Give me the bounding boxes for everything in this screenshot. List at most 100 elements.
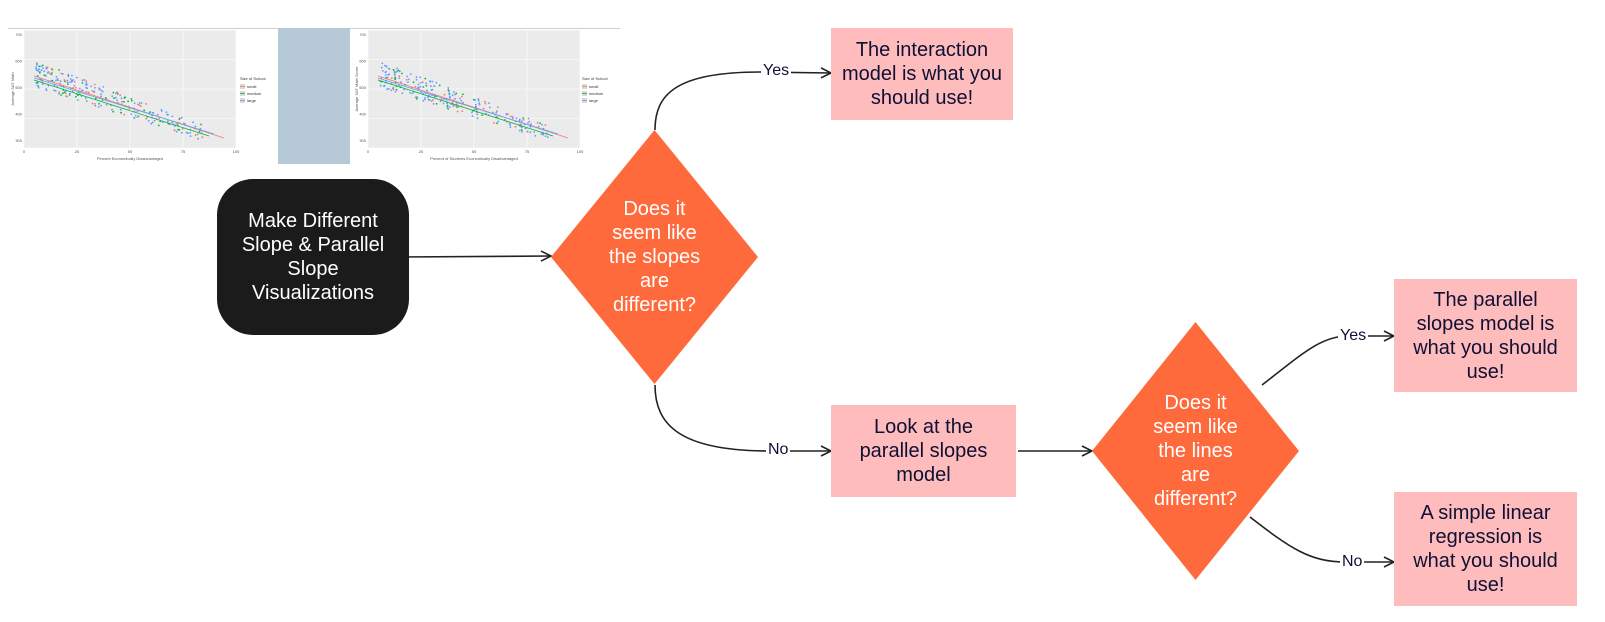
parallel-slopes-step-box: Look at the parallel slopes model — [831, 405, 1016, 497]
scatter-point — [394, 76, 396, 79]
scatter-point — [515, 117, 518, 120]
scatter-point — [398, 70, 401, 73]
scatter-point — [415, 96, 418, 99]
y-tick-label: 500 — [15, 85, 22, 90]
scatter-point — [70, 79, 73, 82]
scatter-point — [425, 84, 428, 87]
scatter-point — [488, 102, 490, 104]
scatter-point — [420, 81, 422, 84]
scatter-point — [419, 76, 422, 79]
scatter-point — [407, 81, 409, 84]
scatter-point — [419, 85, 422, 88]
y-tick-label: 600 — [359, 59, 366, 64]
scatter-point — [509, 126, 512, 129]
scatter-point — [47, 84, 50, 87]
scatter-point — [526, 131, 529, 133]
scatter-point — [415, 78, 418, 81]
scatter-point — [36, 84, 39, 87]
scatter-point — [482, 107, 485, 110]
scatter-point — [58, 69, 60, 71]
scatter-point — [518, 119, 521, 122]
scatter-point — [38, 65, 41, 68]
scatter-point — [100, 93, 102, 96]
scatter-point — [417, 86, 419, 89]
scatter-point — [62, 73, 64, 75]
scatter-point — [127, 100, 129, 103]
scatter-point — [520, 120, 523, 123]
legend-title: Size of School — [582, 76, 608, 81]
scatter-point — [540, 133, 543, 136]
scatter-point — [417, 83, 420, 86]
scatter-point — [514, 125, 517, 128]
scatter-point — [528, 120, 531, 123]
scatter-point — [91, 90, 94, 92]
scatter-point — [433, 96, 436, 98]
scatter-point — [36, 75, 39, 77]
scatter-point — [544, 135, 547, 138]
scatter-point — [537, 125, 540, 128]
scatter-point — [432, 103, 435, 105]
scatter-point — [171, 121, 174, 124]
scatter-point — [192, 121, 195, 124]
x-axis-label: Percent of Students Economically Disadva… — [430, 156, 518, 161]
scatter-point — [87, 91, 90, 94]
scatter-point — [58, 91, 61, 94]
scatter-point — [492, 111, 494, 114]
scatter-point — [160, 109, 163, 111]
scatter-point — [67, 73, 70, 76]
scatter-point — [35, 66, 37, 68]
scatter-point — [471, 111, 473, 114]
scatter-point — [45, 67, 48, 70]
scatter-point — [388, 68, 391, 70]
scatter-point — [143, 109, 146, 112]
scatter-point — [38, 68, 40, 70]
decision-slopes-diamond: Does it seem like the slopes are differe… — [551, 130, 758, 384]
legend-entry: small — [247, 84, 256, 89]
scatter-point — [81, 82, 84, 84]
scatter-point — [522, 117, 524, 119]
scatter-point — [518, 129, 521, 132]
legend-entry: small — [589, 84, 598, 89]
scatter-point — [461, 95, 463, 98]
scatter-point — [411, 92, 414, 95]
scatter-point — [449, 106, 451, 108]
x-tick-label: 25 — [419, 149, 424, 154]
scatter-point — [185, 131, 188, 134]
scatter-point — [75, 95, 77, 98]
x-tick-label: 50 — [472, 149, 477, 154]
scatter-point — [454, 97, 457, 100]
scatter-point — [76, 76, 78, 79]
scatter-point — [178, 117, 181, 120]
scatter-point — [47, 71, 50, 73]
scatter-point — [40, 65, 42, 68]
scatter-point — [481, 114, 484, 116]
separator-panel — [278, 28, 350, 164]
scatter-point — [90, 85, 93, 88]
scatter-point — [85, 86, 87, 89]
legend-entry: medium — [589, 91, 604, 96]
scatter-point — [429, 85, 432, 88]
scatter-point — [40, 69, 43, 72]
scatter-point — [428, 94, 430, 96]
scatter-point — [476, 117, 479, 120]
start-node: Make Different Slope & Parallel Slope Vi… — [217, 179, 409, 335]
scatter-point — [59, 82, 61, 85]
scatter-point — [541, 123, 543, 126]
scatter-point — [64, 80, 67, 83]
scatter-point — [98, 87, 101, 90]
scatter-point — [138, 102, 141, 104]
scatter-point — [119, 94, 122, 97]
scatter-point — [93, 102, 96, 105]
scatter-point — [167, 113, 170, 116]
scatter-point — [544, 124, 547, 126]
scatter-point — [130, 98, 133, 100]
scatter-point — [123, 97, 126, 99]
scatter-point — [66, 81, 69, 84]
scatter-point — [496, 110, 498, 112]
scatter-point — [81, 79, 84, 82]
y-tick-label: 400 — [15, 112, 22, 117]
scatter-point — [98, 102, 100, 105]
scatter-point — [453, 91, 455, 93]
scatter-point — [181, 128, 184, 130]
scatter-point — [159, 120, 162, 123]
